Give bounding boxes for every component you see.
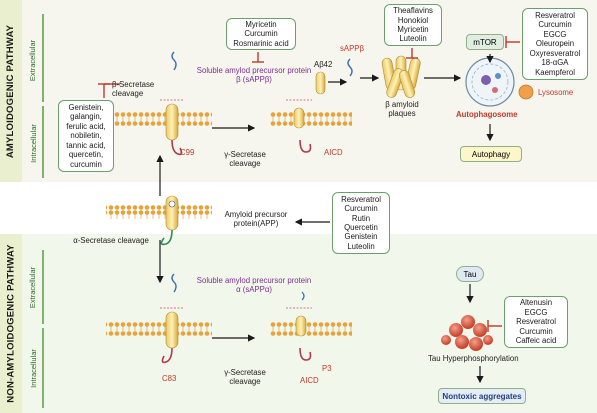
inhibitor-tau-item: Resveratrol	[516, 317, 556, 327]
sappa-label: Soluble amylod precursor protein α (sAPP…	[196, 276, 312, 295]
inhibitor-sappb-item: Rosmarinic acid	[233, 38, 289, 48]
tau-pill: Tau	[456, 266, 484, 282]
inhibitor-left-item: ferulic acid,	[66, 121, 106, 131]
amy-extracellular-line	[42, 14, 44, 102]
inhibitor-plaque-item: Honokiol	[397, 15, 429, 25]
inhibitor-tau-item: Altenusin	[519, 298, 553, 308]
inhibitor-left-item: tannic acid,	[66, 140, 106, 150]
inhibitor-left-item: quercetin,	[68, 150, 104, 160]
tau-hyper-label: Tau Hyperphosphorylation	[428, 354, 519, 363]
lysosome-label: Lysosome	[538, 88, 574, 97]
inhibitor-left-item: curcumin	[70, 159, 102, 169]
inhibitors-mtor-box: Resveratrol Curcumin EGCG Oleuropein Oxy…	[522, 8, 588, 80]
inhibitor-mtor-item: 18-αGA	[541, 58, 569, 68]
p3-fragment	[295, 315, 307, 337]
gamma-label-amy: γ-Secretase cleavage	[224, 150, 266, 169]
inhibitors-left-box: Genistein, galangin, ferulic acid, nobil…	[58, 100, 114, 172]
amyloidogenic-side-panel: AMYLOIDOGENIC PATHWAY	[0, 0, 22, 182]
p3-label: P3	[322, 364, 332, 373]
amyloid-plaques	[381, 55, 421, 98]
abeta42-monomer	[315, 71, 326, 95]
sappb-short-label: sAPPβ	[340, 44, 364, 53]
mtor-label: mTOR	[473, 37, 497, 47]
membrane-amy-left	[106, 112, 212, 126]
inhibitor-tau-item: Caffeic acid	[515, 336, 557, 346]
inhibitors-sappb-box: Myricetin Curcumin Rosmarinic acid	[226, 18, 296, 50]
membrane-non-left	[106, 322, 212, 336]
c83-protein	[160, 307, 184, 364]
inhibitor-left-item: galangin,	[70, 112, 102, 122]
inhibitors-plaque-box: Theaflavins Honokiol Myricetin Luteolin	[384, 4, 442, 46]
aicd-amy-label: AICD	[324, 148, 343, 157]
inhibitor-left-item: Genistein,	[68, 103, 104, 113]
inhibitor-tau-item: EGCG	[524, 307, 548, 317]
mtor-pill: mTOR	[466, 34, 504, 50]
app-label: Amyloid precursor protein(APP)	[224, 210, 288, 229]
c83-label: C83	[162, 374, 177, 383]
inducer-item: Luteolin	[347, 241, 375, 251]
inhibitor-mtor-item: EGCG	[543, 29, 567, 39]
inhibitors-tau-box: Altenusin EGCG Resveratrol Curcumin Caff…	[504, 296, 568, 348]
inducer-item: Curcumin	[344, 204, 378, 214]
app-protein	[160, 195, 179, 246]
inducer-item: Quercetin	[344, 223, 378, 232]
inhibitor-plaque	[406, 48, 418, 59]
inhibitor-mtor	[505, 36, 520, 48]
inhibitor-beta-secretase	[98, 83, 120, 98]
membrane-non-right	[270, 322, 352, 336]
inhibitor-sappb-item: Myricetin	[245, 19, 277, 29]
nontoxic-label: Nontoxic aggregates	[442, 391, 522, 401]
plaques-label: β amyloid plaques	[385, 100, 419, 119]
inducer-item: Resveratrol	[341, 194, 381, 204]
inhibitor-sappb	[252, 52, 264, 63]
inhibitor-mtor-item: Resveratrol	[535, 11, 575, 21]
non-extracellular-line	[42, 250, 44, 324]
membrane-amy-right	[270, 112, 352, 126]
tau-hyper-cluster	[441, 315, 493, 351]
abeta42-label: Aβ42	[314, 60, 333, 69]
inhibitor-mtor-item: Curcumin	[538, 20, 572, 30]
inhibitor-tau-item: Curcumin	[519, 326, 553, 336]
inducers-box: Resveratrol Curcumin Rutin Quercetin Gen…	[332, 192, 390, 254]
c99-label: C99	[180, 148, 195, 157]
abeta-fragment-in-membrane	[293, 107, 305, 129]
p3-tail	[301, 291, 305, 301]
autophagy-label: Autophagy	[471, 149, 511, 159]
membrane-app	[106, 205, 212, 219]
inhibitor-mtor-item: Oxyresveratrol	[529, 48, 581, 58]
inducer-item: Genistein	[344, 232, 378, 242]
beta-secretase-label: β-Secretase cleavage	[112, 80, 155, 99]
autophagosome-label: Autophagosome	[456, 110, 518, 119]
aicd-non-fragment	[299, 347, 312, 361]
inhibitor-mtor-item: Kaempferol	[535, 67, 575, 77]
sappb-small	[347, 58, 353, 77]
c99-protein	[160, 99, 184, 156]
alpha-secretase-label: α-Secretase cleavage	[73, 236, 149, 245]
inhibitor-sappb-item: Curcumin	[244, 29, 278, 39]
amy-intracellular-line	[42, 106, 44, 178]
inhibitor-tau	[487, 320, 502, 332]
non-amyloidogenic-side-panel: NON-AMYLOIDOGENIC PATHWAY	[0, 234, 22, 413]
gamma-label-non: γ-Secretase cleavage	[224, 368, 266, 387]
sappa-fragment	[171, 273, 177, 293]
aicd-non-label: AICD	[300, 376, 319, 385]
tau-label: Tau	[463, 269, 477, 279]
inhibitor-plaque-item: Myricetin	[397, 25, 429, 34]
sappb-label: Soluble amylod precursor protein β (sAPP…	[196, 66, 312, 85]
inhibitor-left-item: nobiletin,	[70, 131, 102, 141]
inhibitor-mtor-item: Oleuropein	[535, 39, 575, 49]
inducer-item: Rutin	[351, 213, 371, 223]
non-intracellular-line	[42, 328, 44, 408]
inhibitor-plaque-item: Theaflavins	[393, 6, 433, 16]
nontoxic-pill: Nontoxic aggregates	[438, 388, 526, 404]
inhibitor-plaque-item: Luteolin	[399, 34, 427, 44]
sappb-fragment	[171, 51, 177, 71]
autophagy-pill: Autophagy	[460, 146, 522, 162]
aicd-amy-fragment	[299, 139, 312, 153]
